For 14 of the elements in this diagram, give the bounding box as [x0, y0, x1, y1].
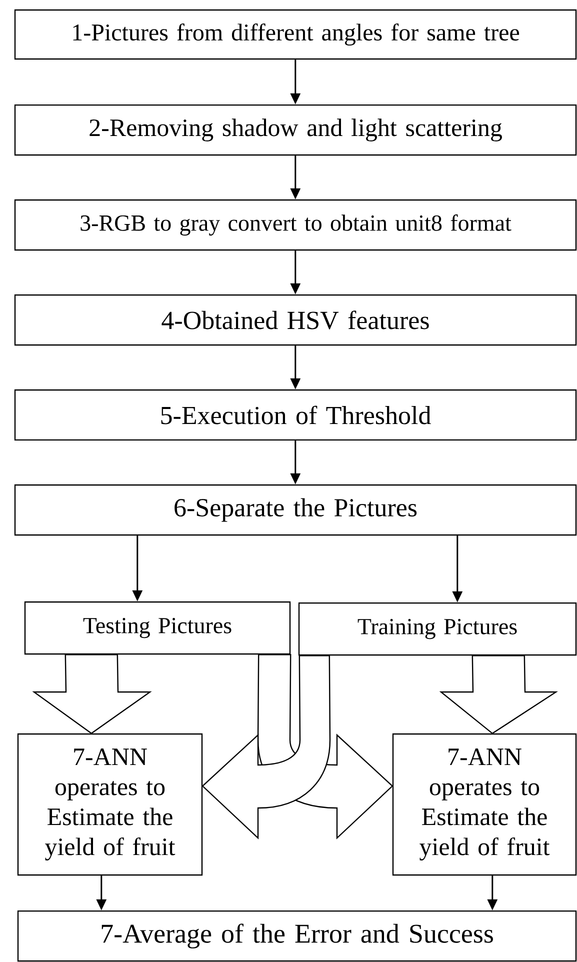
process-box: Testing Pictures	[24, 601, 291, 655]
process-box: 7-ANN operates to Estimate the yield of fruit	[392, 733, 577, 876]
curved-block-arrow	[202, 655, 331, 839]
process-box: 5-Execution of Threshold	[14, 389, 577, 441]
process-box: 3-RGB to gray convert to obtain unit8 format	[14, 199, 577, 251]
process-box: 6-Separate the Pictures	[14, 484, 577, 536]
process-box: Training Pictures	[298, 602, 577, 656]
process-box: 1-Pictures from different angles for same tree	[14, 9, 577, 60]
block-arrow	[32, 654, 152, 734]
block-arrow	[439, 655, 558, 734]
process-box: 7-ANN operates to Estimate the yield of fruit	[17, 733, 203, 876]
process-box: 4-Obtained HSV features	[14, 294, 577, 346]
process-box: 2-Removing shadow and light scattering	[14, 104, 577, 156]
process-box: 7-Average of the Error and Success	[17, 910, 577, 962]
